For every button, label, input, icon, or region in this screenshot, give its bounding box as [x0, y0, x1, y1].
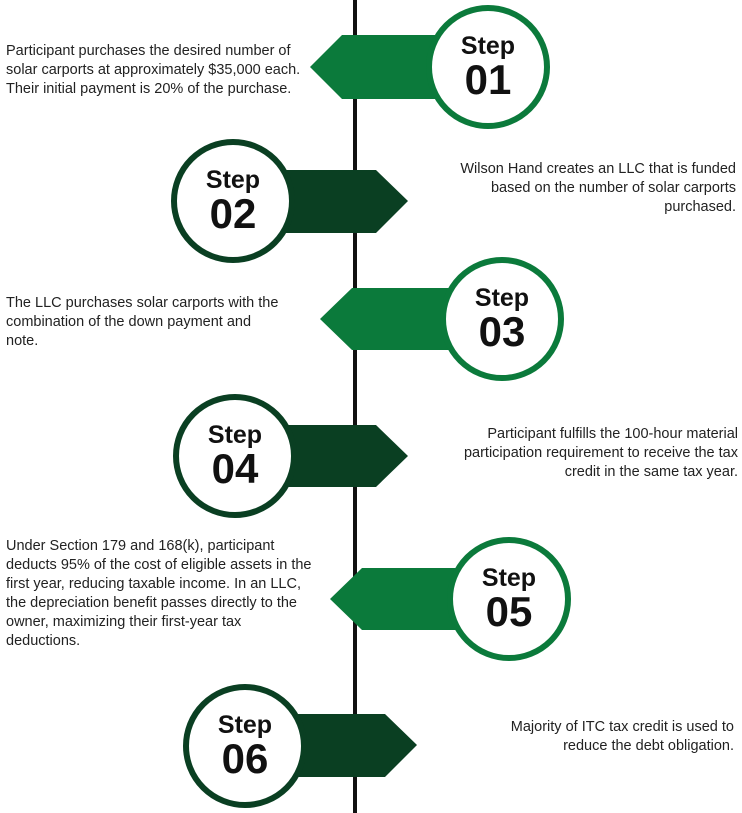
step-number: 03 [478, 308, 526, 355]
step-number: 01 [464, 56, 512, 103]
step-02-text: Wilson Hand creates an LLC that is funde… [460, 161, 736, 215]
step-label: Step [207, 421, 263, 449]
step-05-text: Under Section 179 and 168(k), participan… [6, 538, 312, 649]
step-label: Step [460, 32, 516, 60]
arrow-step-03 [320, 288, 480, 350]
step-number: 04 [211, 445, 259, 492]
step-06-text: Majority of ITC tax credit is used to re… [510, 719, 734, 754]
step-03-text: The LLC purchases solar carports with th… [6, 295, 279, 349]
step-label: Step [205, 166, 261, 194]
step-number: 05 [485, 588, 533, 635]
step-number: 02 [209, 190, 257, 237]
step-label: Step [474, 284, 530, 312]
step-number: 06 [221, 735, 269, 782]
timeline-line [353, 0, 357, 813]
step-label: Step [481, 564, 537, 592]
step-04-text: Participant fulfills the 100-hour materi… [463, 426, 738, 480]
step-01-text: Participant purchases the desired number… [6, 43, 301, 97]
step-label: Step [217, 711, 273, 739]
